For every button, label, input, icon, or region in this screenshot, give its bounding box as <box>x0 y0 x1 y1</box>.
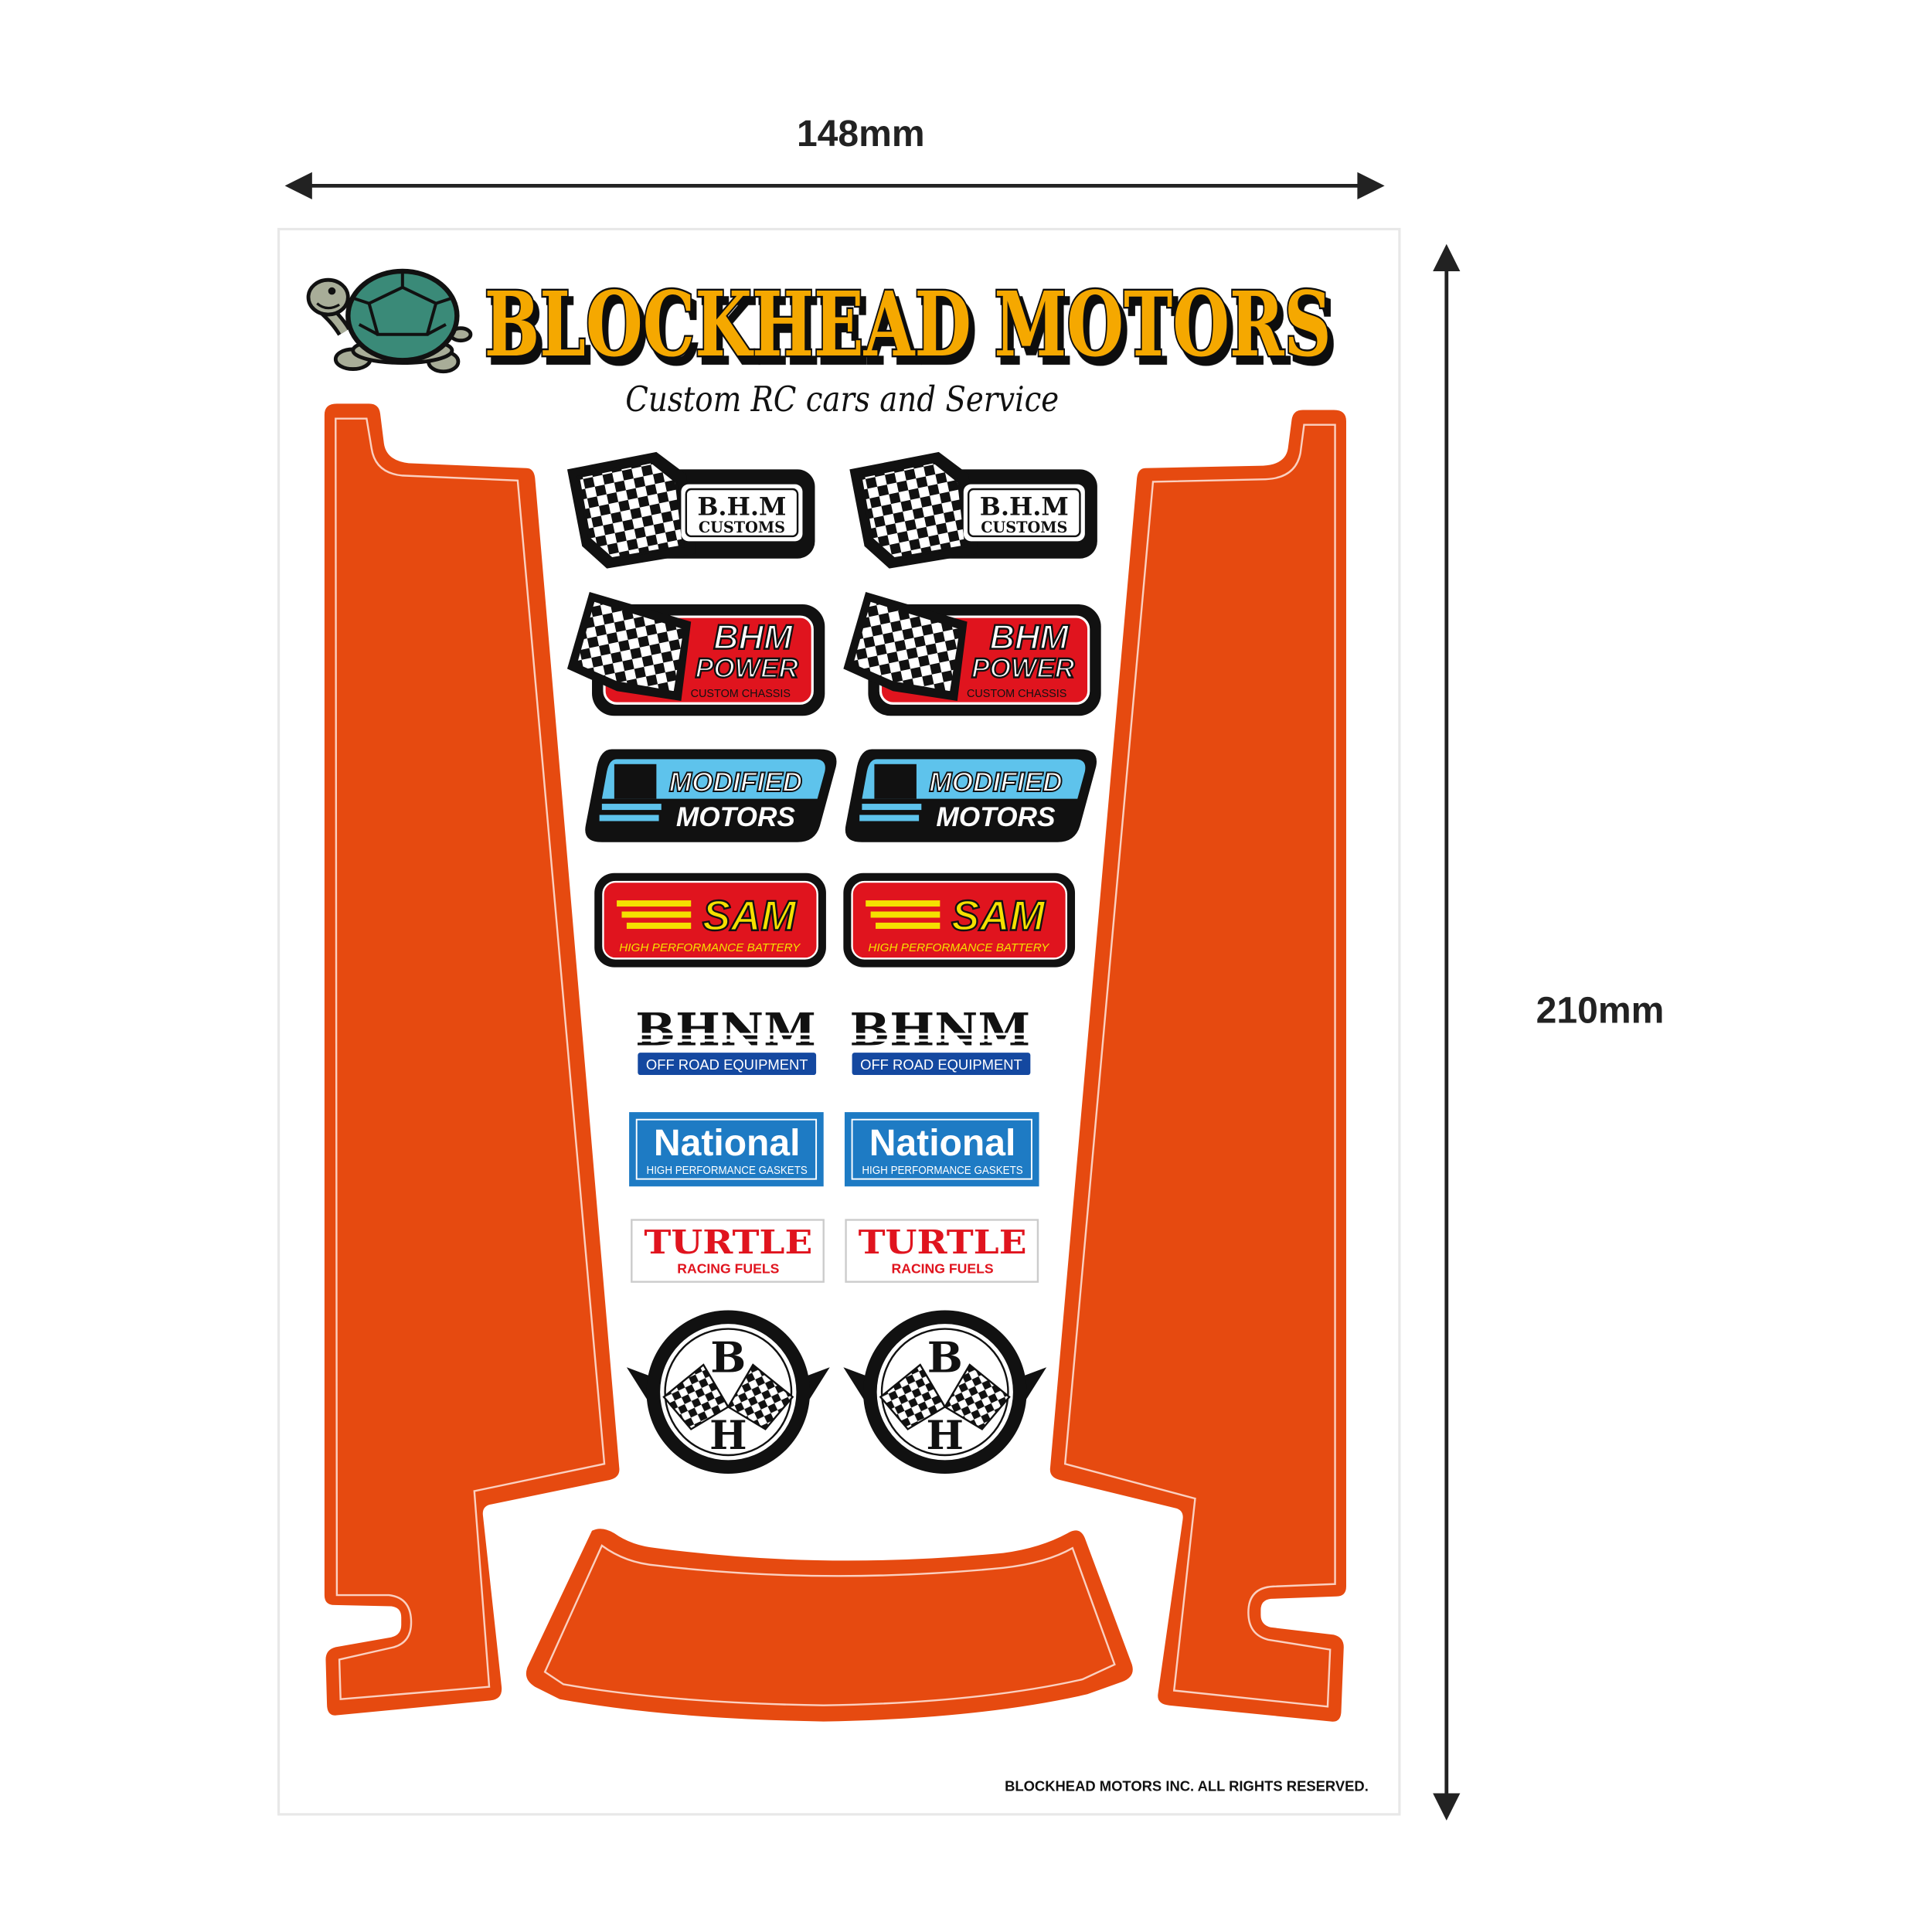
sticker-sub: OFF ROAD EQUIPMENT <box>860 1056 1022 1073</box>
sticker-bhnm-left: BHNM OFF ROAD EQUIPMENT <box>635 1004 817 1076</box>
sticker-turtle-fuels-right: TURTLE RACING FUELS <box>845 1219 1039 1283</box>
sticker-national-left: National HIGH PERFORMANCE GASKETS <box>629 1112 824 1187</box>
sticker-name: TURTLE <box>859 1223 1027 1261</box>
sticker-bh-emblem-right: B H <box>843 1310 1047 1475</box>
sticker-line2: MOTORS <box>676 802 796 832</box>
left-side-panel-decal <box>324 403 620 1716</box>
sticker-line3: CUSTOM CHASSIS <box>967 688 1066 700</box>
sticker-sub: HIGH PERFORMANCE GASKETS <box>647 1165 808 1177</box>
sticker-line2: POWER <box>696 654 799 684</box>
sticker-line2: CUSTOMS <box>699 519 785 536</box>
brand-tagline: Custom RC cars and Service <box>625 379 1059 420</box>
sticker-bh-emblem-left: B H <box>626 1310 830 1475</box>
sticker-name: BHNM <box>635 1004 816 1056</box>
sticker-bhm-power-left: BHM POWER CUSTOM CHASSIS <box>566 592 825 716</box>
bottom-arc-panel-decal <box>526 1529 1133 1722</box>
sticker-name: SAM <box>702 893 798 940</box>
sticker-sub: RACING FUELS <box>677 1260 779 1276</box>
brand-title: BLOCKHEAD MOTORS <box>485 273 1332 377</box>
sticker-sub: HIGH PERFORMANCE GASKETS <box>862 1165 1022 1177</box>
sticker-line2: POWER <box>971 654 1075 684</box>
sticker-line2: CUSTOMS <box>981 519 1067 536</box>
emblem-bottom-letter: H <box>927 1413 964 1459</box>
sticker-line1: MODIFIED <box>929 767 1062 798</box>
right-side-panel-decal <box>1049 410 1346 1722</box>
sticker-line1: B.H.M <box>697 492 786 522</box>
sticker-national-right: National HIGH PERFORMANCE GASKETS <box>844 1112 1039 1187</box>
sticker-sub: RACING FUELS <box>892 1260 994 1276</box>
sticker-sub: HIGH PERFORMANCE BATTERY <box>619 942 801 954</box>
sticker-sam-battery-right: SAM HIGH PERFORMANCE BATTERY <box>843 872 1076 968</box>
sticker-line2: MOTORS <box>936 802 1056 832</box>
emblem-top-letter: B <box>927 1333 963 1383</box>
sticker-line1: BHM <box>990 617 1070 657</box>
width-dimension-label: 148mm <box>797 113 925 155</box>
sticker-bhm-power-right: BHM POWER CUSTOM CHASSIS <box>843 592 1101 716</box>
sticker-line1: B.H.M <box>980 492 1069 522</box>
copyright-footer: BLOCKHEAD MOTORS INC. ALL RIGHTS RESERVE… <box>1005 1777 1369 1794</box>
sticker-bhm-customs-right: B.H.M CUSTOMS <box>849 451 1097 569</box>
sticker-line3: CUSTOM CHASSIS <box>691 688 791 700</box>
height-dimension-label: 210mm <box>1536 990 1665 1032</box>
sticker-modified-motors-left: MODIFIED MOTORS <box>585 749 837 842</box>
sticker-name: National <box>869 1122 1016 1164</box>
sticker-name: SAM <box>951 893 1046 940</box>
sticker-turtle-fuels-left: TURTLE RACING FUELS <box>631 1219 825 1283</box>
sticker-bhm-customs-left: B.H.M CUSTOMS <box>566 451 815 569</box>
sticker-line1: MODIFIED <box>669 767 802 798</box>
sticker-bhnm-right: BHNM OFF ROAD EQUIPMENT <box>849 1004 1031 1076</box>
sticker-sub: OFF ROAD EQUIPMENT <box>646 1056 808 1073</box>
sticker-sub: HIGH PERFORMANCE BATTERY <box>868 942 1049 954</box>
emblem-top-letter: B <box>710 1333 746 1383</box>
emblem-bottom-letter: H <box>709 1413 747 1459</box>
width-dimension-arrow <box>284 172 1385 200</box>
height-dimension-arrow <box>1433 243 1461 1821</box>
turtle-logo <box>306 268 473 374</box>
sticker-name: TURTLE <box>644 1223 812 1261</box>
sticker-name: BHNM <box>849 1004 1030 1056</box>
sticker-modified-motors-right: MODIFIED MOTORS <box>845 749 1097 842</box>
sticker-name: National <box>654 1122 801 1164</box>
sticker-line1: BHM <box>713 617 794 657</box>
sticker-sam-battery-left: SAM HIGH PERFORMANCE BATTERY <box>594 872 826 968</box>
